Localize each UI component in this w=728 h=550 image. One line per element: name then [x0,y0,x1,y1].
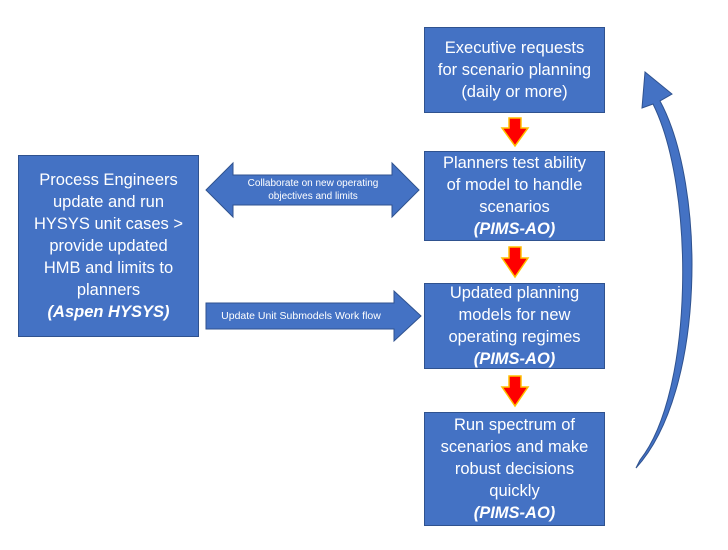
updated-models-line-3: operating regimes [448,328,581,346]
run-spectrum-line-1: Run spectrum of [453,416,576,434]
updated-models-line-2: models for new [458,306,571,324]
executive-requests-box: Executive requests for scenario planning… [424,27,605,113]
process-engineers-line-1: Process Engineers [39,171,178,189]
process-engineers-line-6: planners [76,281,141,299]
planners-test-tool: (PIMS-AO) [473,220,556,238]
planners-test-line-1: Planners test ability [442,154,587,172]
collaborate-double-arrow [205,161,420,219]
run-spectrum-line-4: quickly [489,482,540,500]
updated-models-line-1: Updated planning [449,284,580,302]
run-spectrum-tool: (PIMS-AO) [473,504,556,522]
down-arrow-3 [500,375,530,408]
update-workflow-label: Update Unit Submodels Work flow [221,309,381,322]
updated-models-tool: (PIMS-AO) [473,350,556,368]
collaborate-label: Collaborate on new operating objectives … [234,176,392,204]
down-arrow-2 [500,246,530,279]
down-arrow-1 [500,117,530,148]
curved-return-arrow [635,71,693,469]
planners-test-line-3: scenarios [479,198,550,216]
process-engineers-line-3: HYSYS unit cases > [33,215,184,233]
process-engineers-line-5: HMB and limits to [43,259,174,277]
planners-test-line-2: of model to handle [446,176,583,194]
updated-models-box: Updated planning models for new operatin… [424,283,605,369]
executive-line-1: Executive requests [444,39,585,57]
update-workflow-arrow [205,289,422,343]
collaborate-line-2: objectives and limits [268,191,358,202]
executive-line-2: for scenario planning [437,61,592,79]
planners-test-box: Planners test ability of model to handle… [424,151,605,241]
collaborate-line-1: Collaborate on new operating [247,178,379,189]
process-engineers-line-4: provide updated [49,237,168,255]
executive-line-3: (daily or more) [461,83,568,101]
process-engineers-line-2: update and run [52,193,164,211]
run-spectrum-line-3: robust decisions [454,460,575,478]
run-spectrum-box: Run spectrum of scenarios and make robus… [424,412,605,526]
process-engineers-tool: (Aspen HYSYS) [47,303,170,321]
process-engineers-box: Process Engineers update and run HYSYS u… [18,155,199,337]
run-spectrum-line-2: scenarios and make [440,438,589,456]
